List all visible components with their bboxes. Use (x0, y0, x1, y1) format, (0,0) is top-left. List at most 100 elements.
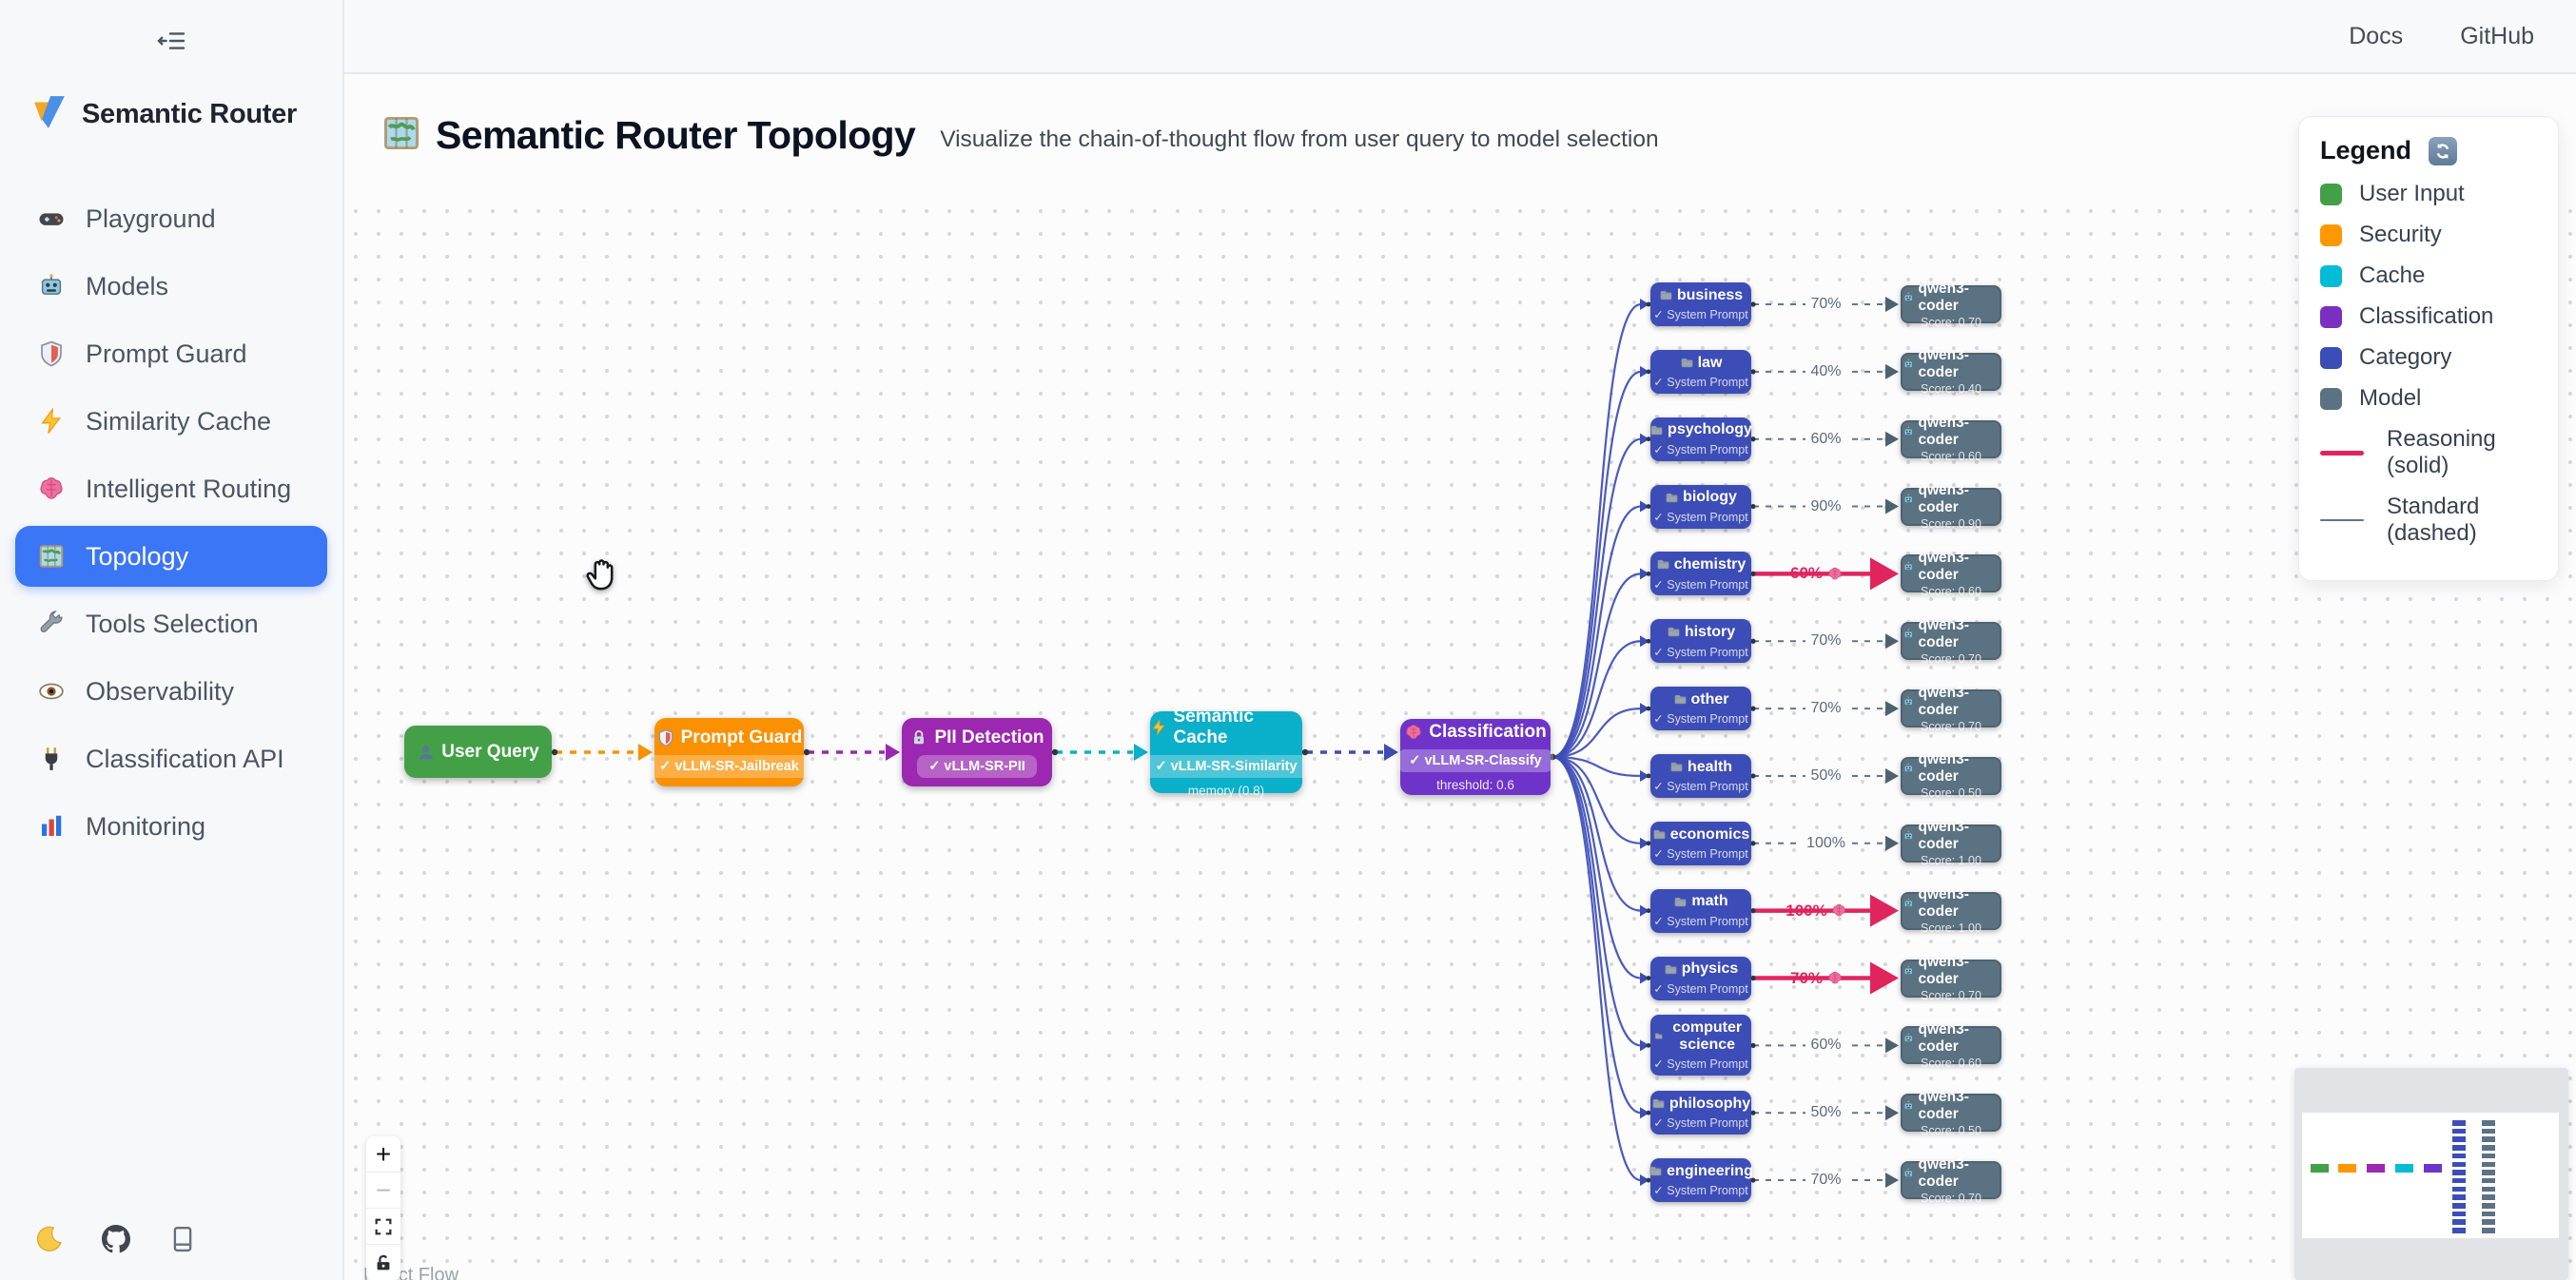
flow-canvas[interactable]: Semantic Router Topology Visualize the c… (344, 74, 2576, 1280)
sidebar-item-topology[interactable]: Topology (15, 526, 327, 587)
topbar-link-docs[interactable]: Docs (2349, 22, 2404, 49)
edge-label-law: 40% (1805, 362, 1847, 380)
moon-button[interactable] (34, 1225, 65, 1255)
sidebar-item-similarity-cache[interactable]: Similarity Cache (15, 391, 327, 452)
book-button[interactable] (167, 1225, 198, 1255)
github-icon (102, 1225, 130, 1253)
category-node-engineering[interactable]: engineering✓ System Prompt (1649, 1158, 1753, 1203)
category-node-health[interactable]: health✓ System Prompt (1650, 753, 1751, 798)
sidebar-item-label: Topology (86, 541, 189, 571)
logo-icon (32, 94, 67, 135)
category-node-economics[interactable]: economics✓ System Prompt (1650, 821, 1751, 865)
minimap-node (2452, 1177, 2466, 1184)
map-icon (381, 112, 422, 159)
category-node-law[interactable]: law✓ System Prompt (1650, 349, 1751, 394)
sidebar-collapse-button[interactable] (156, 29, 186, 56)
eye-icon (39, 683, 64, 700)
legend-line-swatch (2320, 518, 2364, 522)
sidebar-item-intelligent-routing[interactable]: Intelligent Routing (15, 458, 327, 519)
fit-view-button[interactable] (366, 1209, 400, 1245)
sidebar-item-prompt-guard[interactable]: Prompt Guard (15, 323, 327, 384)
brain-icon (1827, 971, 1842, 984)
category-node-computer-science[interactable]: computer science✓ System Prompt (1650, 1015, 1751, 1076)
sidebar-item-observability[interactable]: Observability (15, 661, 327, 722)
model-score: Score: 0.90 (1921, 517, 1981, 532)
legend-color-chip (2320, 183, 2342, 205)
github-button[interactable] (101, 1225, 131, 1255)
collapse-icon (156, 32, 186, 56)
edge-label-computer-science: 60% (1805, 1037, 1847, 1055)
folder-icon (1657, 560, 1669, 570)
model-score: Score: 0.40 (1921, 382, 1981, 397)
shield-icon (658, 728, 673, 747)
robot-icon (1904, 629, 1913, 638)
category-node-physics[interactable]: physics✓ System Prompt (1650, 956, 1751, 1000)
model-score: Score: 0.70 (1921, 315, 1981, 329)
topbar: Docs GitHub (344, 0, 2576, 74)
legend-line-dashed: Standard (dashed) (2320, 494, 2537, 547)
system-prompt-label: ✓ System Prompt (1653, 1116, 1748, 1131)
folder-icon (1660, 290, 1672, 301)
model-score: Score: 0.60 (1921, 450, 1981, 464)
minimap[interactable] (2294, 1068, 2568, 1280)
sidebar-item-tools-selection[interactable]: Tools Selection (15, 593, 327, 654)
edge-label-chemistry: 60% (1785, 564, 1848, 583)
robot-icon (1904, 1168, 1913, 1177)
zoom-in-button[interactable]: + (366, 1136, 400, 1173)
model-score: Score: 0.60 (1921, 1056, 1981, 1070)
user-query-node[interactable]: User Query (404, 726, 552, 778)
system-prompt-label: ✓ System Prompt (1653, 308, 1748, 322)
topbar-link-github[interactable]: GitHub (2460, 22, 2534, 49)
logo-text: Semantic Router (82, 99, 297, 129)
system-prompt-label: ✓ System Prompt (1653, 645, 1748, 659)
sidebar-item-models[interactable]: Models (15, 256, 327, 317)
legend-item-cache: Cache (2320, 262, 2537, 289)
moon-icon (36, 1226, 62, 1251)
legend-color-chip (2320, 305, 2342, 328)
prompt-guard-node[interactable]: Prompt Guard✓ vLLM-SR-Jailbreak (648, 718, 810, 786)
category-node-psychology[interactable]: psychology✓ System Prompt (1650, 417, 1752, 461)
category-node-other[interactable]: other✓ System Prompt (1650, 687, 1751, 731)
category-node-philosophy[interactable]: philosophy✓ System Prompt (1650, 1091, 1751, 1135)
edge-label-history: 70% (1805, 632, 1847, 650)
sidebar-item-monitoring[interactable]: Monitoring (15, 796, 327, 857)
category-node-biology[interactable]: biology✓ System Prompt (1650, 484, 1751, 529)
brain-icon (1827, 567, 1842, 580)
category-node-math[interactable]: math✓ System Prompt (1650, 888, 1751, 933)
zoom-out-button[interactable]: − (366, 1173, 400, 1209)
refresh-icon[interactable] (2429, 136, 2458, 165)
category-node-chemistry[interactable]: chemistry✓ System Prompt (1650, 552, 1751, 596)
category-node-business[interactable]: business✓ System Prompt (1650, 282, 1751, 326)
model-score: Score: 1.00 (1921, 854, 1981, 868)
robot-icon (1904, 561, 1913, 571)
sidebar-item-playground[interactable]: Playground (15, 188, 327, 249)
minimap-node (2311, 1164, 2329, 1173)
pii-detection-node[interactable]: PII Detection✓ vLLM-SR-PII (902, 718, 1052, 786)
folder-icon (1674, 694, 1686, 705)
category-node-history[interactable]: history✓ System Prompt (1650, 619, 1751, 664)
model-score: Score: 0.50 (1921, 1123, 1981, 1137)
lock-button[interactable] (366, 1245, 400, 1280)
minimap-node (2482, 1153, 2495, 1159)
model-score: Score: 1.00 (1921, 921, 1981, 936)
sidebar-item-classification-api[interactable]: Classification API (15, 728, 327, 789)
edge-label-business: 70% (1805, 296, 1847, 313)
